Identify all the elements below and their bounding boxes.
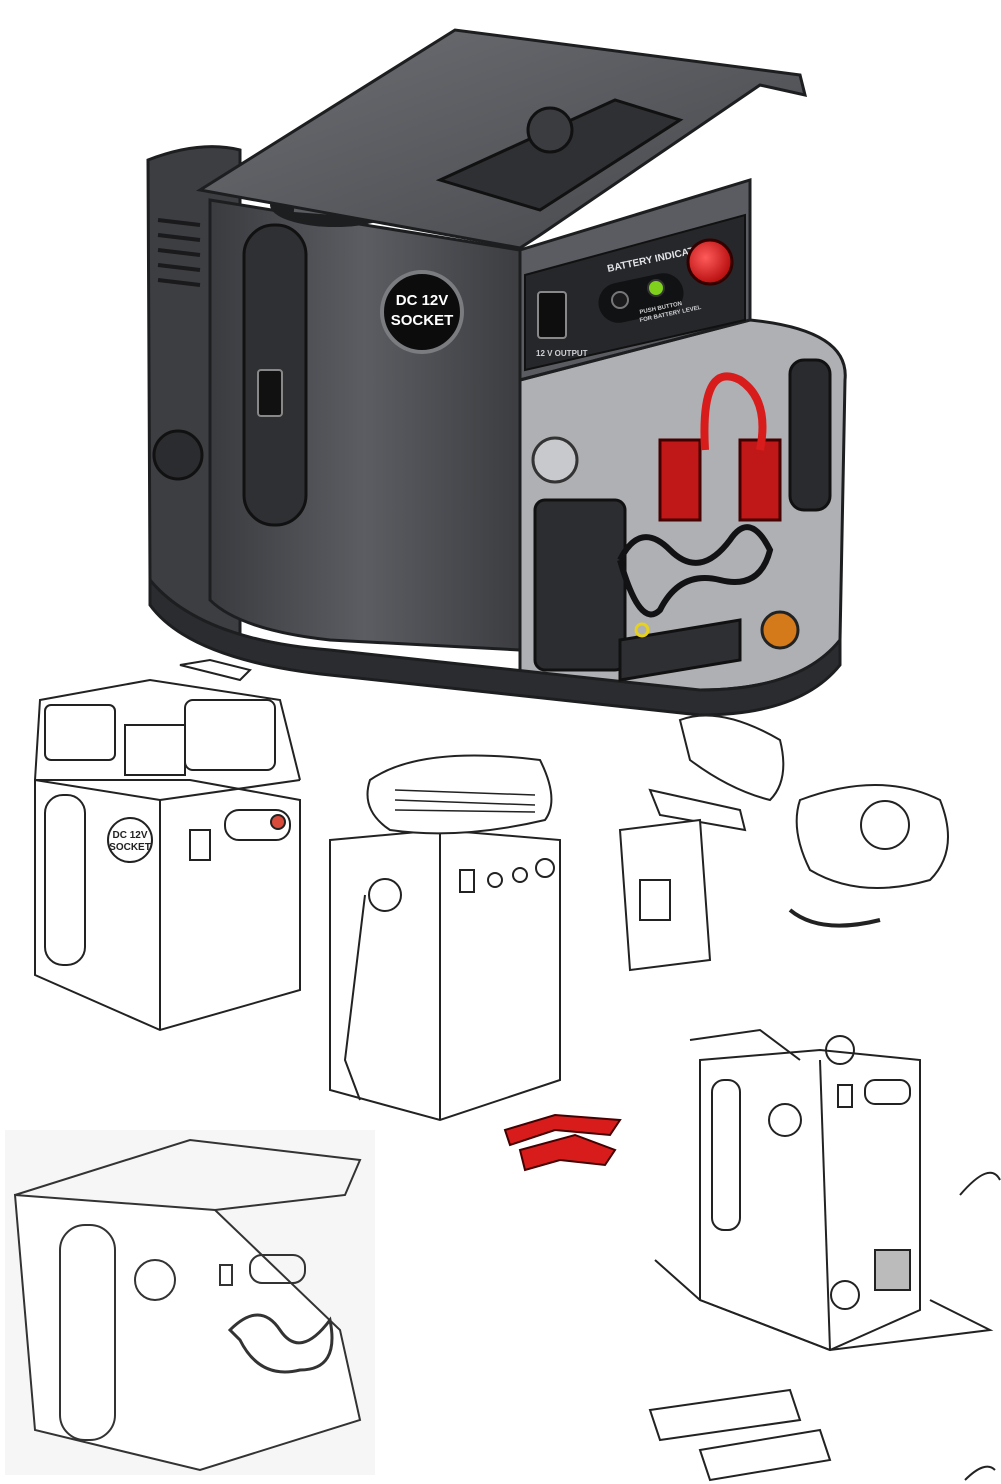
socket-label-line2: SOCKET — [391, 312, 454, 329]
battery-led-icon — [647, 279, 665, 297]
yellow-ring-icon — [634, 622, 650, 638]
sketch-knob-icon — [368, 878, 402, 912]
red-jumper-clamp-icon — [658, 438, 702, 522]
box-fan-icon — [618, 818, 712, 972]
main-product-render: DC 12V SOCKET 12 V OUTPUT BATTERY INDICA… — [146, 28, 847, 717]
sketch-socket-label-1: DC 12V — [112, 830, 147, 841]
red-jumper-clamp-icon-2 — [738, 438, 782, 522]
sketch-4 — [5, 1130, 375, 1475]
sketch-fan-icon — [366, 754, 553, 835]
sketch-5 — [648, 1028, 1001, 1482]
orange-lamp-icon — [760, 610, 800, 650]
ac-adapter-icon — [618, 618, 742, 682]
side-vent-icon — [157, 218, 201, 287]
sketch-red-button-icon — [270, 814, 286, 830]
sketch-red-clamps-icon — [503, 1113, 622, 1147]
output-switch-icon — [537, 291, 567, 339]
side-knob-icon — [152, 429, 204, 481]
socket-label-line1: DC 12V — [396, 292, 449, 309]
output-label: 12 V OUTPUT — [536, 349, 588, 358]
cigarette-plug-icon — [531, 436, 579, 484]
sketch-socket-icon — [107, 817, 153, 863]
sketch-vent-grille-icon — [874, 1249, 911, 1291]
sketch-plug-icon — [648, 1388, 802, 1442]
sketch-mount-icon — [825, 1035, 855, 1065]
sketch-2 — [329, 754, 622, 1172]
compartment-contents — [531, 358, 832, 682]
black-cable-coil-icon — [617, 524, 774, 618]
round-fan-icon — [795, 784, 949, 889]
sketch-1: DC 12V SOCKET — [34, 658, 301, 1032]
sketch-3-fan-variants — [618, 714, 949, 972]
indicator-dot-icon — [611, 291, 629, 309]
base-rim — [148, 575, 842, 717]
rocker-switch-icon — [257, 369, 283, 417]
control-panel: 12 V OUTPUT BATTERY INDICATOR PUSH BUTTO… — [524, 213, 746, 372]
red-cable-loop-icon — [700, 372, 767, 451]
charger-block — [533, 498, 627, 672]
car-plug-icon — [788, 358, 832, 512]
clip-fan-icon — [678, 714, 785, 802]
dc-socket-badge: DC 12V SOCKET — [380, 270, 464, 354]
red-push-button-icon — [686, 238, 734, 286]
sketch-socket-label-2: SOCKET — [109, 842, 151, 853]
sketch-cable-tangle-icon — [227, 1313, 334, 1374]
open-lid — [195, 28, 808, 250]
mount-knob-icon — [526, 106, 574, 154]
